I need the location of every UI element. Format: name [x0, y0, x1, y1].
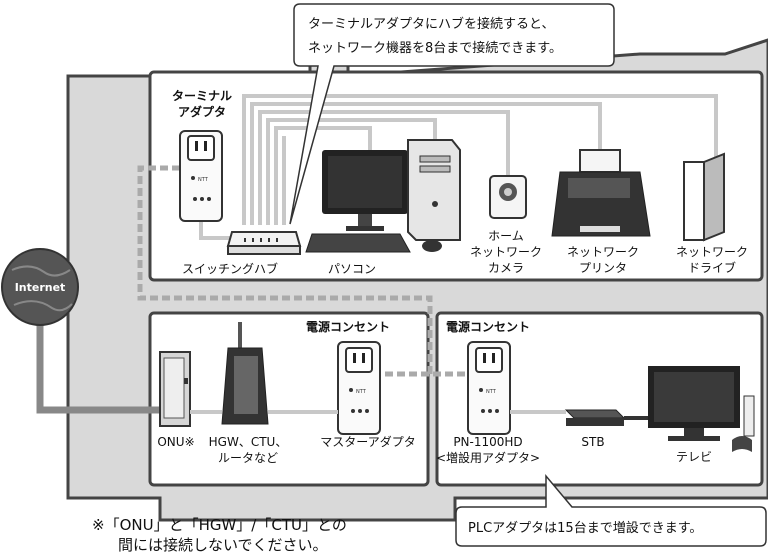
lan-cables [199, 94, 718, 240]
footnote-line2: 間には接続しないでください。 [118, 536, 328, 554]
top-callout-line1: ターミナルアダプタにハブを接続すると、 [308, 16, 554, 32]
footnote-line1: ※「ONU」と「HGW」/「CTU」との [92, 516, 347, 534]
label-terminal-adapter-2: アダプタ [178, 104, 226, 119]
label-drive-1: ネットワーク [676, 245, 748, 259]
label-camera-2: ネットワーク [470, 245, 542, 259]
terminal-adapter: NTT [179, 130, 223, 222]
label-pn-2: <増設用アダプタ> [436, 450, 540, 465]
label-terminal-adapter-1: ターミナル [172, 89, 232, 103]
label-printer-2: プリンタ [579, 261, 627, 275]
stb [564, 409, 626, 426]
label-switching-hub: スイッチングハブ [182, 261, 278, 276]
terminal-adapter-brand: NTT [198, 177, 209, 183]
onu [159, 351, 191, 427]
lower-left-room [148, 311, 430, 487]
pn-1100hd-adapter: NTT [467, 341, 511, 435]
switching-hub [226, 231, 302, 255]
network-drive [683, 152, 725, 242]
top-callout: ターミナルアダプタにハブを接続すると、 ネットワーク機器を8台まで接続できます。 [289, 3, 615, 225]
bottom-callout-text: PLCアダプタは15台まで増設できます。 [468, 520, 702, 536]
label-stb: STB [581, 435, 604, 449]
label-pn-1: PN-1100HD [453, 435, 522, 449]
label-printer-1: ネットワーク [567, 245, 639, 259]
fiber-line [36, 318, 170, 414]
label-outlet-right: 電源コンセント [446, 319, 530, 334]
tv [648, 366, 755, 452]
internet-globe: Internet [1, 248, 79, 326]
label-hgw-2: ルータなど [218, 451, 278, 465]
label-hgw-1: HGW、CTU、 [209, 435, 288, 449]
plc-link [137, 165, 468, 377]
pn-adapter-brand: NTT [486, 389, 497, 395]
bottom-callout: PLCアダプタは15台まで増設できます。 [455, 473, 767, 547]
label-outlet-left: 電源コンセント [306, 319, 390, 334]
label-camera-1: ホーム [488, 229, 524, 243]
label-onu: ONU※ [157, 435, 194, 449]
pc [305, 139, 461, 253]
network-camera [489, 175, 527, 219]
network-printer [551, 149, 651, 237]
internet-label: Internet [15, 281, 66, 294]
label-pc: パソコン [328, 262, 376, 276]
label-tv: テレビ [676, 450, 712, 464]
master-adapter: NTT [337, 341, 381, 435]
master-adapter-brand: NTT [356, 389, 367, 395]
label-master-adapter: マスターアダプタ [320, 434, 416, 449]
lower-right-room [435, 311, 764, 487]
top-callout-line2: ネットワーク機器を8台まで接続できます。 [308, 40, 562, 56]
label-camera-3: カメラ [488, 261, 524, 275]
hgw-router [221, 322, 269, 425]
label-drive-2: ドライブ [688, 260, 736, 275]
